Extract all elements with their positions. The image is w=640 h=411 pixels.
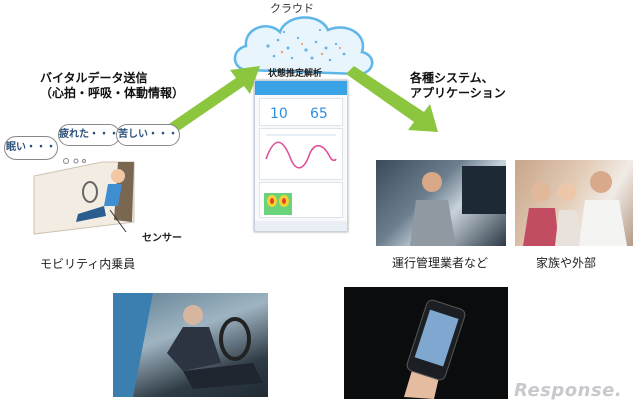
vitals-card: 10 65 xyxy=(259,98,343,126)
left-arrow-label: バイタルデータ送信 （心拍・呼吸・体動情報） xyxy=(40,71,184,101)
left-arrow xyxy=(166,66,260,134)
cloud-caption: 状態推定解析 xyxy=(268,69,323,79)
driver-in-car-photo xyxy=(113,293,268,397)
right-arrow-label-line1: 各種システム、 xyxy=(410,71,494,85)
hand-smartphone-photo xyxy=(344,287,508,399)
mobility-occupant-caption: モビリティ内乗員 xyxy=(40,257,136,271)
operator-photo xyxy=(376,160,506,246)
bubble-dots xyxy=(62,150,102,164)
thought-bubble-sleepy-text: 眠い・・・ xyxy=(6,142,56,153)
cloud-title: クラウド xyxy=(270,2,314,15)
smartphone-app-screen: 10 65 xyxy=(254,80,348,232)
response-watermark: Response. xyxy=(514,380,623,401)
graph-card xyxy=(259,128,343,180)
driver-illustration xyxy=(6,122,176,248)
thought-bubble-sleepy: 眠い・・・ xyxy=(4,136,58,160)
family-caption: 家族や外部 xyxy=(536,256,597,270)
thought-bubble-suffering: 苦しい・・・ xyxy=(116,124,180,146)
family-photo xyxy=(515,160,633,246)
cloud-icon xyxy=(233,16,374,76)
vital-value-2: 65 xyxy=(310,106,328,122)
phone-status-bar xyxy=(255,81,347,95)
right-arrow-label: 各種システム、 アプリケーション xyxy=(410,71,506,101)
left-arrow-label-line2: （心拍・呼吸・体動情報） xyxy=(40,86,185,100)
vital-value-1: 10 xyxy=(270,106,288,122)
waveform-graph xyxy=(265,134,337,169)
sensor-label: センサー xyxy=(142,233,182,244)
thought-bubble-tired-text: 疲れた・・・ xyxy=(59,129,119,140)
heatmap-graphic xyxy=(264,193,292,215)
operator-caption: 運行管理業者など xyxy=(392,256,489,270)
left-arrow-label-line1: バイタルデータ送信 xyxy=(40,71,148,85)
phone-bottom-bar xyxy=(255,221,347,231)
thought-bubble-tired: 疲れた・・・ xyxy=(58,124,120,146)
right-arrow xyxy=(346,66,438,132)
heatmap-card xyxy=(259,182,343,218)
right-arrow-label-line2: アプリケーション xyxy=(410,86,506,100)
thought-bubble-suffering-text: 苦しい・・・ xyxy=(118,129,178,140)
